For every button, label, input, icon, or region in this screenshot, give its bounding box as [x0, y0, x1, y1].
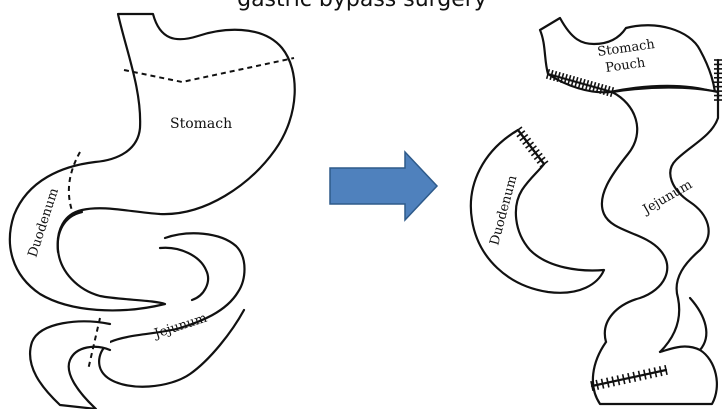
label-stomach: Stomach — [170, 116, 232, 132]
header-title-fragment: gastric bypass surgery — [237, 0, 487, 12]
jejunum-roux-limb — [602, 88, 718, 361]
before-anatomy: Stomach Duodenum Jejunum — [10, 14, 295, 409]
stomach-outline — [10, 14, 295, 310]
jejunum-lower-tail — [30, 321, 110, 409]
jejunum-side-line — [690, 298, 706, 350]
transition-arrow-icon — [330, 152, 437, 220]
after-anatomy: Stomach Pouch Duodenum Jejunum — [471, 18, 722, 404]
